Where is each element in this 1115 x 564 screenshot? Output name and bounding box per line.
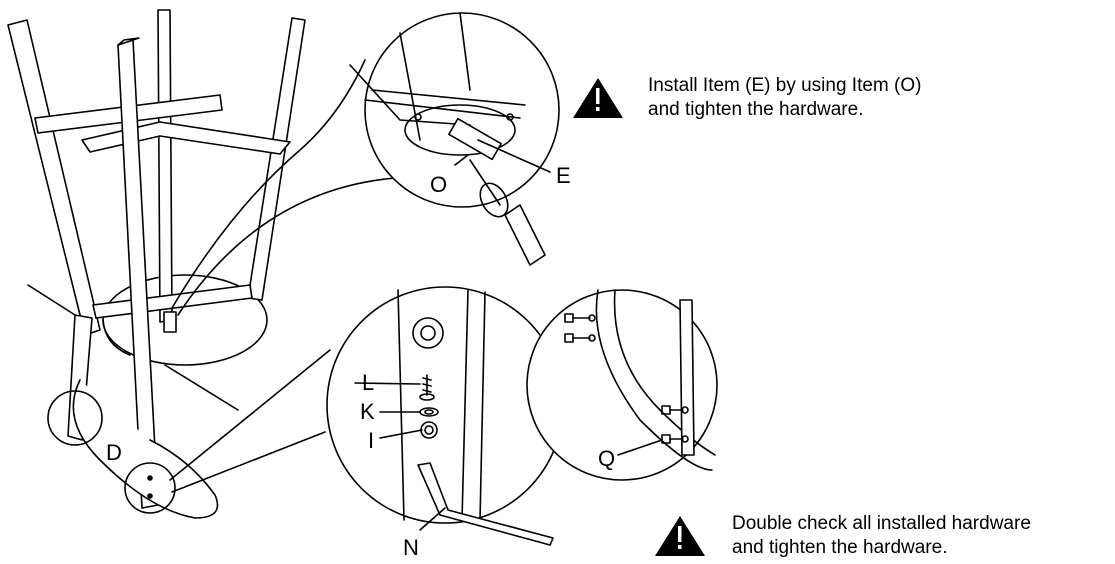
- leader-n: [419, 507, 446, 531]
- leader-e: [477, 139, 551, 173]
- callout-curve-e: [171, 59, 366, 309]
- warning-triangle-icon: [655, 516, 705, 556]
- leader-i: [379, 429, 423, 439]
- label-i: I: [368, 428, 374, 453]
- instruction-note-top: Install Item (E) by using Item (O) and t…: [648, 74, 921, 122]
- stool-frame: [7, 9, 306, 519]
- note-bottom-line1: Double check all installed hardware: [732, 513, 1031, 534]
- note-top-line2: and tighten the hardware.: [648, 99, 864, 120]
- detail-circle-e: [349, 12, 560, 266]
- note-top-line1: Install Item (E) by using Item (O): [648, 75, 922, 96]
- label-o: O: [430, 172, 447, 197]
- label-k: K: [360, 399, 375, 424]
- note-bottom-line2: and tighten the hardware.: [732, 537, 948, 558]
- callout-line-2: [171, 431, 326, 493]
- detail-circle-q: [526, 289, 718, 481]
- label-n: N: [403, 535, 419, 560]
- leader-l: [354, 382, 421, 385]
- label-d: D: [106, 440, 122, 465]
- detail-circle-hardware: [326, 286, 564, 546]
- label-e: E: [556, 163, 571, 188]
- callout-line-1: [169, 349, 331, 481]
- label-l: L: [362, 370, 374, 395]
- leader-q: [617, 439, 663, 456]
- warning-triangle-icon: [573, 78, 623, 118]
- label-q: Q: [598, 446, 615, 471]
- leader-o: [454, 154, 469, 166]
- instruction-note-bottom: Double check all installed hardware and …: [732, 512, 1031, 560]
